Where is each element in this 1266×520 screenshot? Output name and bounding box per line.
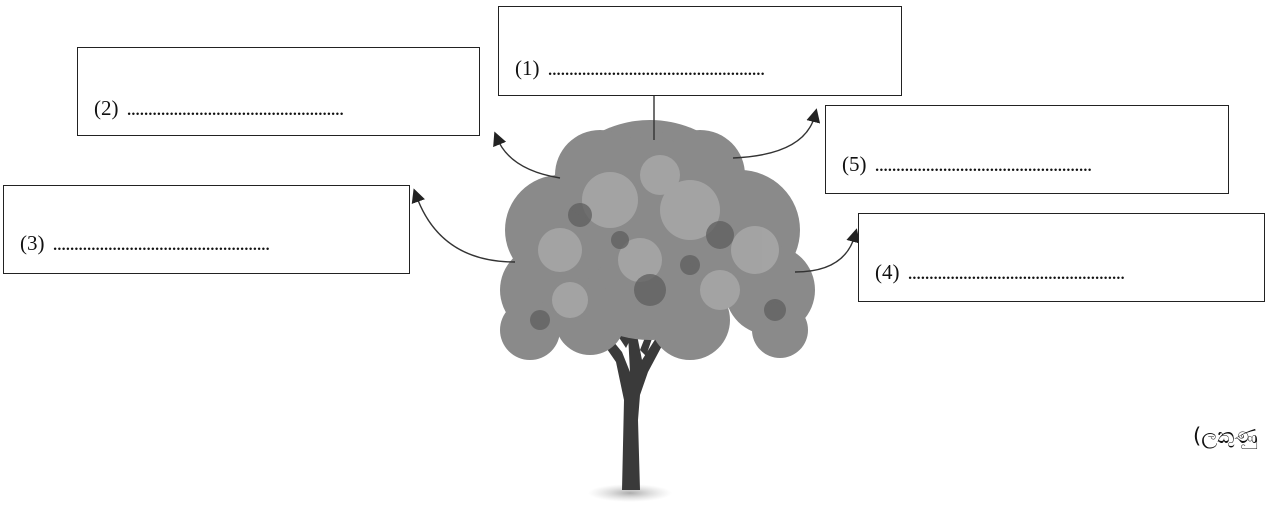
label-1-blank[interactable]: ........................................… (547, 56, 766, 80)
label-1-number: (1) (515, 56, 540, 80)
label-2: (2).....................................… (94, 96, 345, 121)
marks-text: (ලකුණු (1193, 424, 1258, 448)
pointer-arrow-4 (794, 228, 860, 273)
label-5: (5).....................................… (842, 152, 1093, 177)
pointer-arrow-2 (493, 131, 561, 179)
label-box-4: (4).....................................… (858, 213, 1265, 302)
label-5-blank[interactable]: ........................................… (874, 152, 1093, 176)
label-4-blank[interactable]: ........................................… (907, 260, 1126, 284)
ground-shadow (588, 484, 672, 502)
pointer-arrow-5 (732, 108, 821, 159)
pointer-arrow-3 (411, 188, 516, 263)
label-3-blank[interactable]: ........................................… (52, 231, 271, 255)
label-5-number: (5) (842, 152, 867, 176)
label-box-2: (2).....................................… (77, 47, 480, 136)
label-box-3: (3).....................................… (3, 185, 410, 274)
label-4: (4).....................................… (875, 260, 1126, 285)
label-1: (1).....................................… (515, 56, 766, 81)
label-3-number: (3) (20, 231, 45, 255)
label-2-blank[interactable]: ........................................… (126, 96, 345, 120)
pointer-lines (411, 96, 860, 273)
label-box-1: (1).....................................… (498, 6, 902, 96)
label-4-number: (4) (875, 260, 900, 284)
label-box-5: (5).....................................… (825, 105, 1229, 194)
label-2-number: (2) (94, 96, 119, 120)
tree-canopy (500, 120, 815, 360)
label-3: (3).....................................… (20, 231, 271, 256)
